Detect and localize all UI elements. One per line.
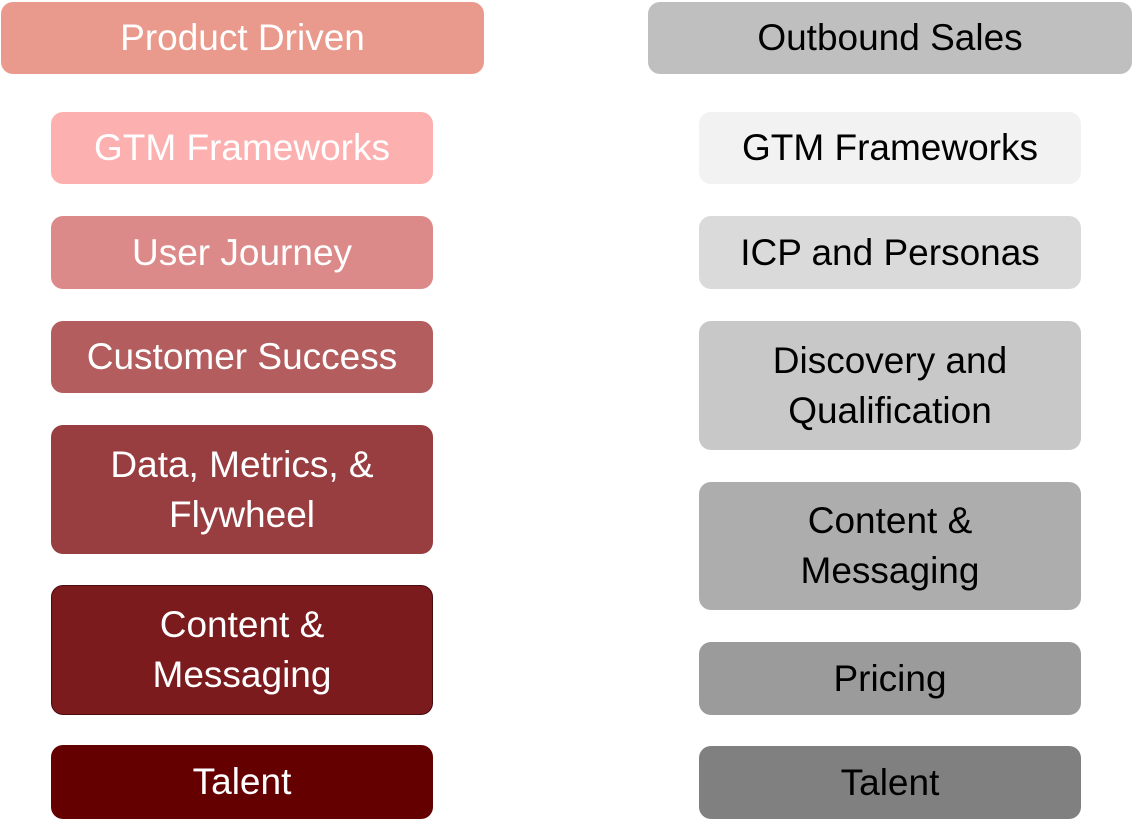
product-driven-item-customer-success: Customer Success (51, 321, 433, 393)
product-driven-item-talent: Talent (51, 745, 433, 819)
outbound-sales-item-talent: Talent (699, 746, 1081, 819)
outbound-sales-item-discovery-qualification: Discovery and Qualification (699, 321, 1081, 450)
product-driven-item-user-journey: User Journey (51, 216, 433, 289)
outbound-sales-item-content-messaging: Content & Messaging (699, 482, 1081, 610)
product-driven-header: Product Driven (1, 2, 484, 74)
outbound-sales-header: Outbound Sales (648, 2, 1132, 74)
outbound-sales-item-gtm-frameworks: GTM Frameworks (699, 112, 1081, 184)
product-driven-item-gtm-frameworks: GTM Frameworks (51, 112, 433, 184)
product-driven-item-content-messaging: Content & Messaging (51, 585, 433, 715)
outbound-sales-item-pricing: Pricing (699, 642, 1081, 715)
product-driven-item-data-metrics-flywheel: Data, Metrics, & Flywheel (51, 425, 433, 554)
outbound-sales-item-icp-personas: ICP and Personas (699, 216, 1081, 289)
